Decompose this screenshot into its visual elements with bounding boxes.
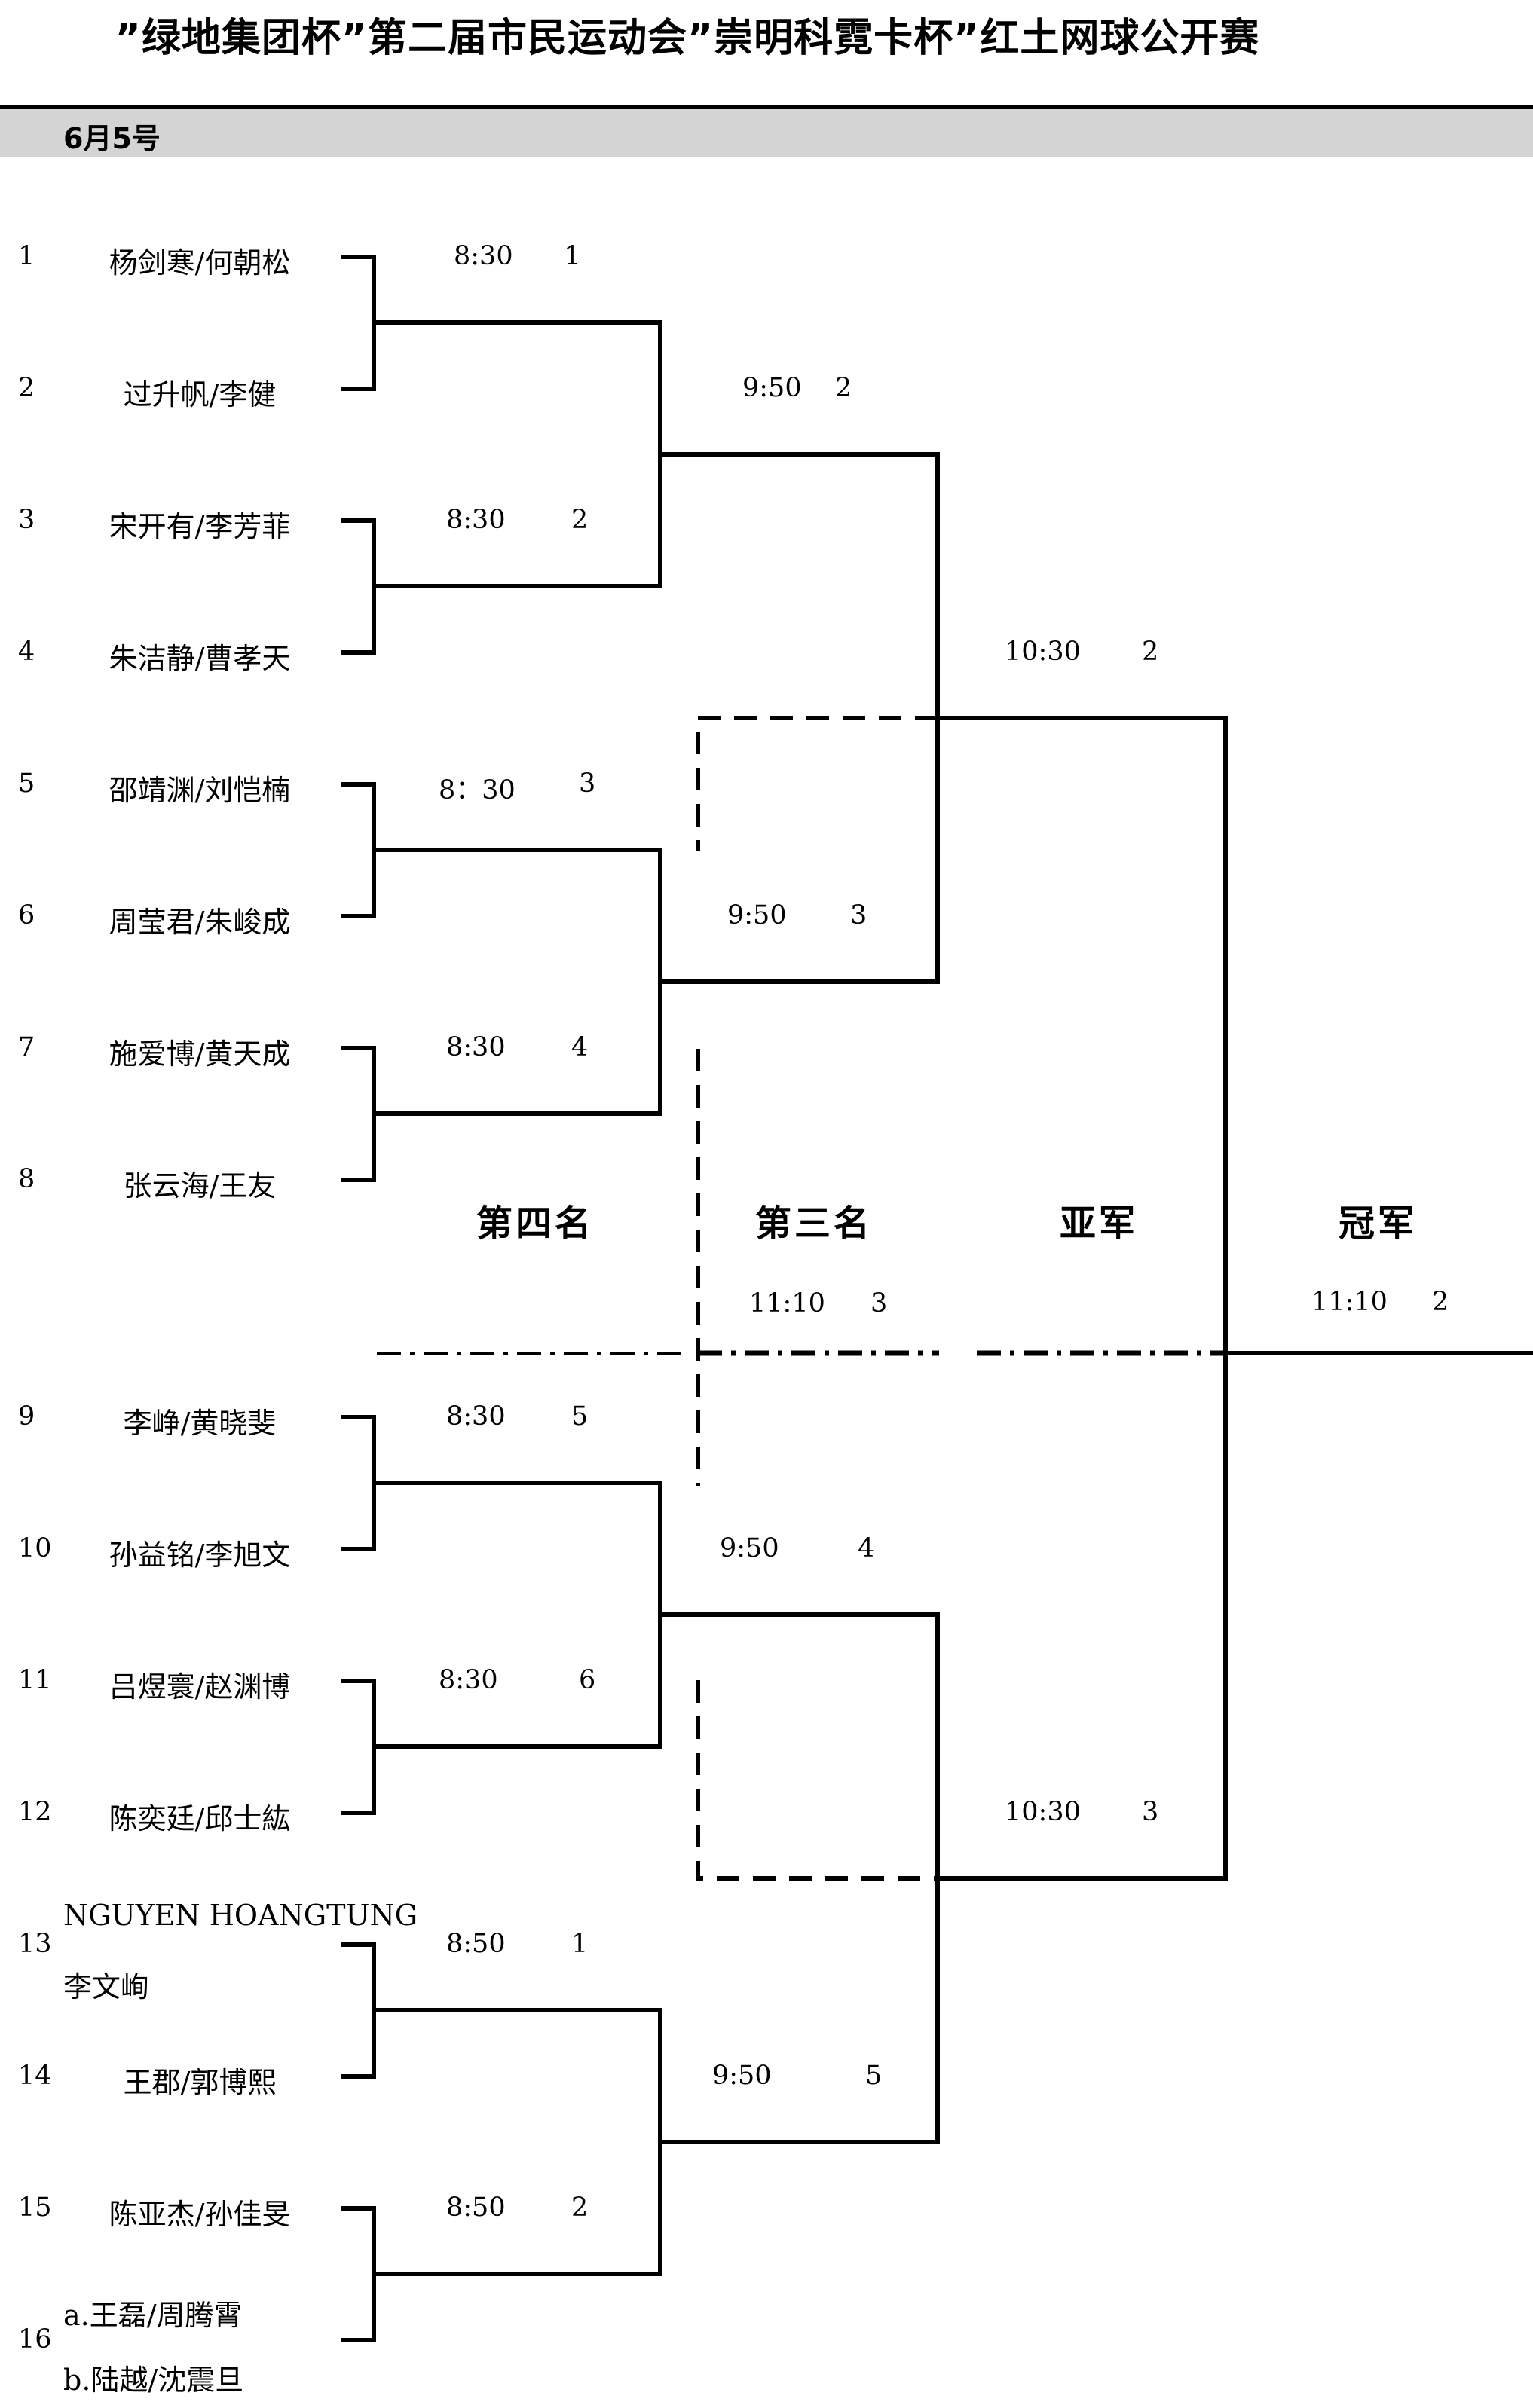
bracket-line	[341, 255, 376, 391]
bracket-line	[341, 1679, 376, 1815]
place-label-champion: 冠军	[1339, 1202, 1418, 1245]
match-time: 11:10	[1311, 1287, 1388, 1317]
player-name-line-1: NGUYEN HOANGTUNG	[63, 1899, 418, 1932]
match-time: 8：30	[439, 775, 516, 805]
player-name: 吕煜寰/赵渊博	[109, 1670, 291, 1704]
seed-number: 12	[18, 1797, 52, 1827]
match-time: 10:30	[1005, 637, 1081, 667]
court-number: 5	[865, 2061, 883, 2091]
seed-number: 13	[18, 1929, 52, 1959]
player-name-line-2: b.陆越/沈震旦	[63, 2364, 244, 2397]
court-number: 4	[571, 1032, 589, 1062]
player-name: 邵靖渊/刘恺楠	[109, 774, 291, 807]
court-number: 3	[579, 769, 596, 799]
player-name: 李峥/黄晓斐	[123, 1407, 277, 1440]
court-number: 2	[571, 505, 589, 535]
player-name: 周莹君/朱峻成	[109, 906, 291, 939]
player-name: 过升帆/李健	[123, 378, 277, 411]
match-time: 11:10	[749, 1288, 825, 1319]
player-name: 施爱博/黄天成	[109, 1037, 291, 1071]
bracket-line	[696, 1680, 938, 1881]
court-number: 6	[579, 1665, 596, 1695]
date-label: 6月5号	[63, 122, 161, 155]
seed-number: 1	[18, 241, 35, 271]
match-time: 8:30	[446, 505, 506, 535]
court-number: 2	[1142, 637, 1159, 667]
player-name-line-2: 李文峋	[63, 1970, 150, 2003]
seed-number: 15	[18, 2193, 52, 2223]
place-label-third: 第三名	[755, 1202, 874, 1245]
round-2-brackets	[374, 320, 662, 2276]
bracket-line	[938, 716, 1228, 1881]
bracket-line	[341, 2206, 376, 2342]
player-name: 杨剑寒/何朝松	[109, 246, 291, 280]
player-name: 朱洁静/曹孝天	[109, 642, 291, 675]
player-name: 陈奕廷/邱士紘	[109, 1802, 291, 1835]
match-time: 8:30	[439, 1665, 498, 1695]
bracket-line	[374, 320, 662, 588]
match-time: 8:50	[446, 2193, 506, 2223]
match-time: 9:50	[712, 2061, 772, 2091]
seed-number: 3	[18, 505, 35, 535]
final-bracket	[938, 716, 1533, 1881]
match-time: 9:50	[742, 373, 802, 403]
bracket-line	[696, 716, 938, 851]
player-name: 孙益铭/李旭文	[109, 1539, 291, 1572]
match-time: 9:50	[720, 1533, 779, 1563]
court-number: 3	[871, 1288, 888, 1319]
player-name: 王郡/郭博熙	[123, 2066, 277, 2099]
seed-number: 14	[18, 2061, 52, 2091]
bracket-line	[374, 1481, 662, 1749]
seed-number: 2	[18, 373, 35, 403]
player-name: 张云海/王友	[123, 1169, 277, 1202]
bracket-line	[341, 782, 376, 918]
player-name-line-1: a.王磊/周腾霄	[63, 2299, 243, 2332]
third-place-bracket	[696, 716, 938, 1881]
court-number: 3	[850, 900, 867, 931]
match-time: 9:50	[727, 900, 787, 931]
court-number: 2	[1432, 1287, 1449, 1317]
match-time: 8:30	[446, 1032, 506, 1062]
court-number: 5	[571, 1401, 589, 1432]
bracket-line	[341, 1942, 376, 2079]
bracket-line	[341, 1046, 376, 1182]
match-time: 8:30	[454, 241, 513, 271]
court-number: 1	[571, 1929, 589, 1959]
seed-number: 9	[18, 1401, 35, 1432]
seed-number: 5	[18, 769, 35, 799]
court-number: 4	[858, 1533, 875, 1563]
seed-number: 4	[18, 637, 35, 667]
match-time: 8:30	[446, 1401, 506, 1432]
player-name: 宋开有/李芳菲	[109, 510, 291, 543]
court-number: 3	[1142, 1797, 1159, 1827]
seed-number: 16	[18, 2324, 52, 2355]
court-number: 1	[564, 241, 581, 271]
court-number: 2	[571, 2193, 589, 2223]
match-time: 10:30	[1005, 1797, 1081, 1827]
bracket-line	[341, 1415, 376, 1551]
bracket-line	[374, 848, 662, 1116]
seed-number: 8	[18, 1164, 35, 1194]
bracket-line	[374, 2008, 662, 2276]
seed-number: 11	[18, 1665, 52, 1695]
seed-number: 7	[18, 1032, 35, 1062]
seed-number: 6	[18, 900, 35, 931]
player-name: 陈亚杰/孙佳旻	[109, 2198, 291, 2231]
date-bar: 6月5号	[0, 105, 1533, 157]
court-number: 2	[835, 373, 852, 403]
place-label-runner-up: 亚军	[1060, 1202, 1139, 1245]
page-title: ”绿地集团杯”第二届市民运动会”崇明科霓卡杯”红土网球公开赛	[115, 16, 1260, 61]
bracket-line	[341, 518, 376, 655]
round-1-brackets	[341, 255, 376, 2342]
seed-number: 10	[18, 1533, 52, 1563]
match-time: 8:50	[446, 1929, 506, 1959]
place-label-fourth: 第四名	[476, 1202, 595, 1245]
semi-brackets	[660, 452, 940, 2144]
